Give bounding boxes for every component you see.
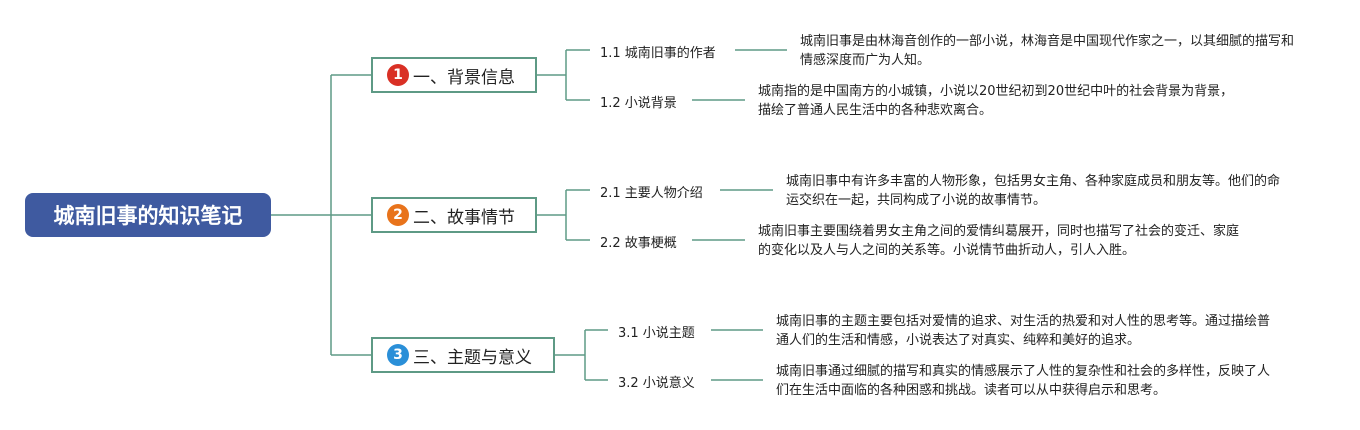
subtopic-novel-background[interactable]: 1.2 小说背景 (600, 96, 677, 111)
branch-node-background[interactable]: 1 一、背景信息 (371, 57, 537, 93)
subtopic-characters[interactable]: 2.1 主要人物介绍 (600, 186, 703, 201)
number-badge: 2 (387, 204, 409, 226)
branch-node-plot[interactable]: 2 二、故事情节 (371, 197, 537, 233)
branch-label: 一、背景信息 (413, 67, 515, 88)
subtopic-author[interactable]: 1.1 城南旧事的作者 (600, 46, 716, 61)
branch-label: 三、主题与意义 (413, 347, 532, 368)
detail-characters: 城南旧事中有许多丰富的人物形象，包括男女主角、各种家庭成员和朋友等。他们的命运交… (786, 174, 1281, 208)
detail-novel-background: 城南指的是中国南方的小城镇，小说以20世纪初到20世纪中叶的社会背景为背景，描绘… (758, 84, 1234, 118)
detail-synopsis: 城南旧事主要围绕着男女主角之间的爱情纠葛展开，同时也描写了社会的变迁、家庭的变化… (758, 224, 1240, 258)
subtopic-synopsis[interactable]: 2.2 故事梗概 (600, 236, 677, 251)
root-topic[interactable]: 城南旧事的知识笔记 (25, 193, 271, 237)
detail-author: 城南旧事是由林海音创作的一部小说，林海音是中国现代作家之一，以其细腻的描写和情感… (800, 34, 1295, 68)
subtopic-theme[interactable]: 3.1 小说主题 (618, 326, 695, 341)
number-badge: 3 (387, 344, 409, 366)
number-badge: 1 (387, 64, 409, 86)
branch-label: 二、故事情节 (413, 207, 515, 228)
detail-significance: 城南旧事通过细腻的描写和真实的情感展示了人性的复杂性和社会的多样性，反映了人们在… (776, 364, 1271, 398)
subtopic-significance[interactable]: 3.2 小说意义 (618, 376, 695, 391)
detail-theme: 城南旧事的主题主要包括对爱情的追求、对生活的热爱和对人性的思考等。通过描绘普通人… (776, 314, 1271, 348)
branch-node-theme[interactable]: 3 三、主题与意义 (371, 337, 555, 373)
